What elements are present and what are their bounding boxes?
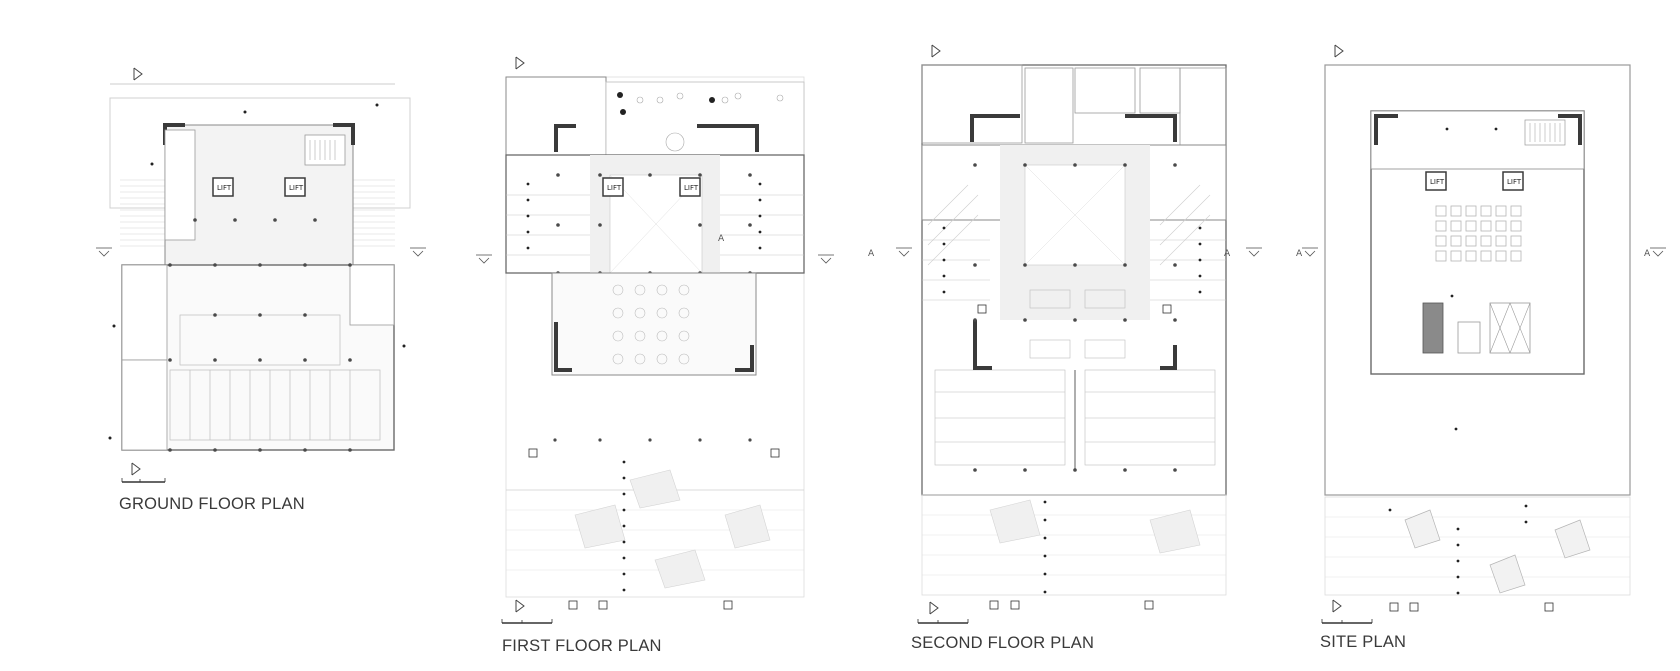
lift-label: LIFT [289, 184, 304, 192]
section-label: A [1296, 249, 1303, 259]
accessible-parking-icon [1389, 602, 1554, 612]
ground-floor-plan: LIFT LIFT [96, 67, 426, 483]
section-label: A [1644, 249, 1651, 259]
section-marker-icon [1650, 247, 1666, 257]
north-arrow-icon [929, 601, 939, 615]
section-marker-icon [476, 254, 492, 264]
section-marker-icon [1302, 247, 1318, 257]
level-marker-icon [1388, 127, 1528, 595]
site-plan: LIFT LIFT [1296, 44, 1666, 624]
section-label: A [718, 234, 725, 244]
lift-label: LIFT [607, 184, 622, 192]
section-marker-icon [410, 247, 426, 257]
accessible-parking-icon [977, 304, 1172, 610]
lift-label: LIFT [217, 184, 232, 192]
section-label: A [1224, 249, 1231, 259]
north-arrow-icon [131, 462, 141, 476]
section-marker-icon [818, 254, 834, 264]
north-arrow-icon [1332, 599, 1342, 613]
lift-label: LIFT [1507, 178, 1522, 186]
second-floor-plan-title: SECOND FLOOR PLAN [911, 634, 1095, 652]
scale-bar-icon [1321, 619, 1373, 624]
second-floor-plan: A [896, 44, 1262, 624]
north-arrow-icon [1334, 44, 1344, 58]
accessible-parking-icon [528, 448, 780, 610]
section-marker-icon [1246, 247, 1262, 257]
first-floor-plan: LIFT LIFT [476, 56, 875, 624]
north-arrow-icon [515, 599, 525, 613]
scale-bar-icon [121, 478, 166, 483]
section-label: A [868, 249, 875, 259]
north-arrow-icon [515, 56, 525, 70]
north-arrow-icon [931, 44, 941, 58]
lift-label: LIFT [1430, 178, 1445, 186]
section-marker-icon [96, 247, 112, 257]
level-marker-icon [526, 182, 762, 592]
first-floor-plan-title: FIRST FLOOR PLAN [502, 637, 662, 655]
level-marker-icon [108, 103, 406, 440]
site-plan-title: SITE PLAN [1320, 633, 1407, 651]
ground-floor-plan-title: GROUND FLOOR PLAN [119, 495, 305, 513]
scale-bar-icon [501, 619, 553, 624]
section-marker-icon [896, 247, 912, 257]
north-arrow-icon [133, 67, 143, 81]
scale-bar-icon [917, 619, 969, 624]
level-marker-icon [942, 226, 1202, 594]
lift-label: LIFT [684, 184, 699, 192]
